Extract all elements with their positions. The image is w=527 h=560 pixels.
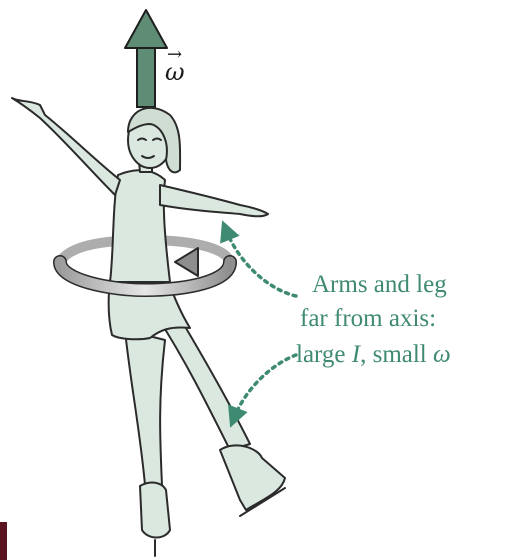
raised-arm bbox=[12, 98, 120, 195]
raised-leg bbox=[158, 318, 250, 450]
pointer-to-leg bbox=[234, 355, 296, 418]
rotation-direction-arrowhead bbox=[175, 248, 198, 276]
angular-speed-symbol: ω bbox=[433, 341, 451, 368]
angular-velocity-arrow bbox=[125, 10, 167, 107]
skater-figure bbox=[12, 98, 285, 556]
annotation-line-1: Arms and leg bbox=[312, 272, 447, 297]
raised-skate bbox=[220, 445, 285, 510]
annotation-line-3-prefix: large bbox=[296, 341, 352, 368]
annotation-line-2: far from axis: bbox=[300, 306, 436, 331]
extended-arm bbox=[160, 185, 268, 216]
omega-vector-label: → ω bbox=[165, 58, 185, 86]
corner-mark bbox=[0, 522, 7, 560]
standing-leg bbox=[125, 330, 165, 485]
vector-arrow-symbol: → bbox=[167, 44, 182, 65]
moment-of-inertia-symbol: I bbox=[352, 341, 360, 368]
standing-skate bbox=[140, 483, 170, 538]
annotation-line-3-mid: , small bbox=[360, 341, 433, 368]
annotation-line-3: large I, small ω bbox=[296, 342, 451, 367]
